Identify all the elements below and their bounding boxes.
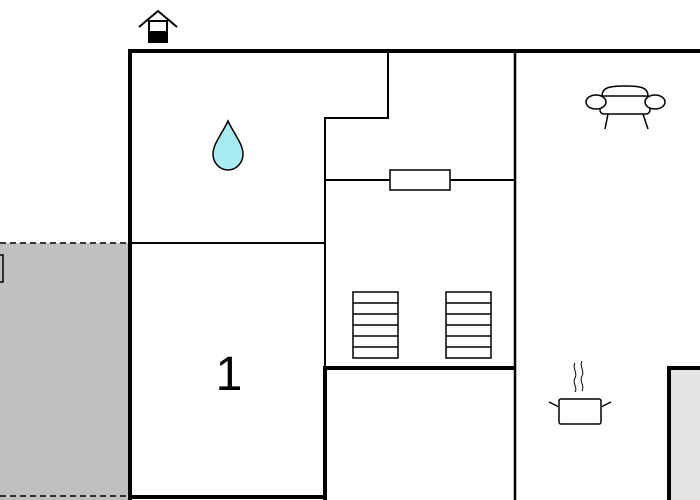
lower-room-wall <box>323 366 515 500</box>
entrance-icon <box>138 9 178 43</box>
radiator-body <box>389 169 451 191</box>
terrace-fill <box>0 243 130 500</box>
sofa-leg <box>604 113 609 130</box>
sofa-seat <box>599 95 651 115</box>
interior-walls <box>130 51 517 500</box>
entrance-door-fill <box>150 31 166 41</box>
stairs-icon <box>352 291 399 359</box>
sofa-arm-left <box>585 94 607 110</box>
cooking-pot-icon <box>548 360 612 425</box>
exterior-terrace-area <box>0 242 130 500</box>
steam-line <box>580 360 584 392</box>
sofa-icon <box>585 85 666 130</box>
pot-handle-left <box>548 401 560 408</box>
adjacent-room-fill <box>669 369 700 500</box>
bathroom-water-drop-icon <box>212 119 244 171</box>
sofa-leg <box>642 113 649 130</box>
entrance-roof <box>138 9 178 28</box>
adjacent-room-area <box>667 366 700 500</box>
terrace-edge-mark <box>0 254 4 283</box>
water-drop-shape <box>212 119 244 171</box>
adjacent-room-wall <box>667 366 700 500</box>
outer-walls <box>128 49 700 500</box>
radiator-icon <box>389 169 451 191</box>
pot-handle-right <box>600 401 612 408</box>
stairs-icon <box>445 291 492 359</box>
sofa-arm-right <box>644 94 666 110</box>
sofa-back <box>601 85 649 97</box>
room-number-label: 1 <box>216 348 243 401</box>
steam-line <box>573 362 577 393</box>
pot-body <box>558 398 602 425</box>
